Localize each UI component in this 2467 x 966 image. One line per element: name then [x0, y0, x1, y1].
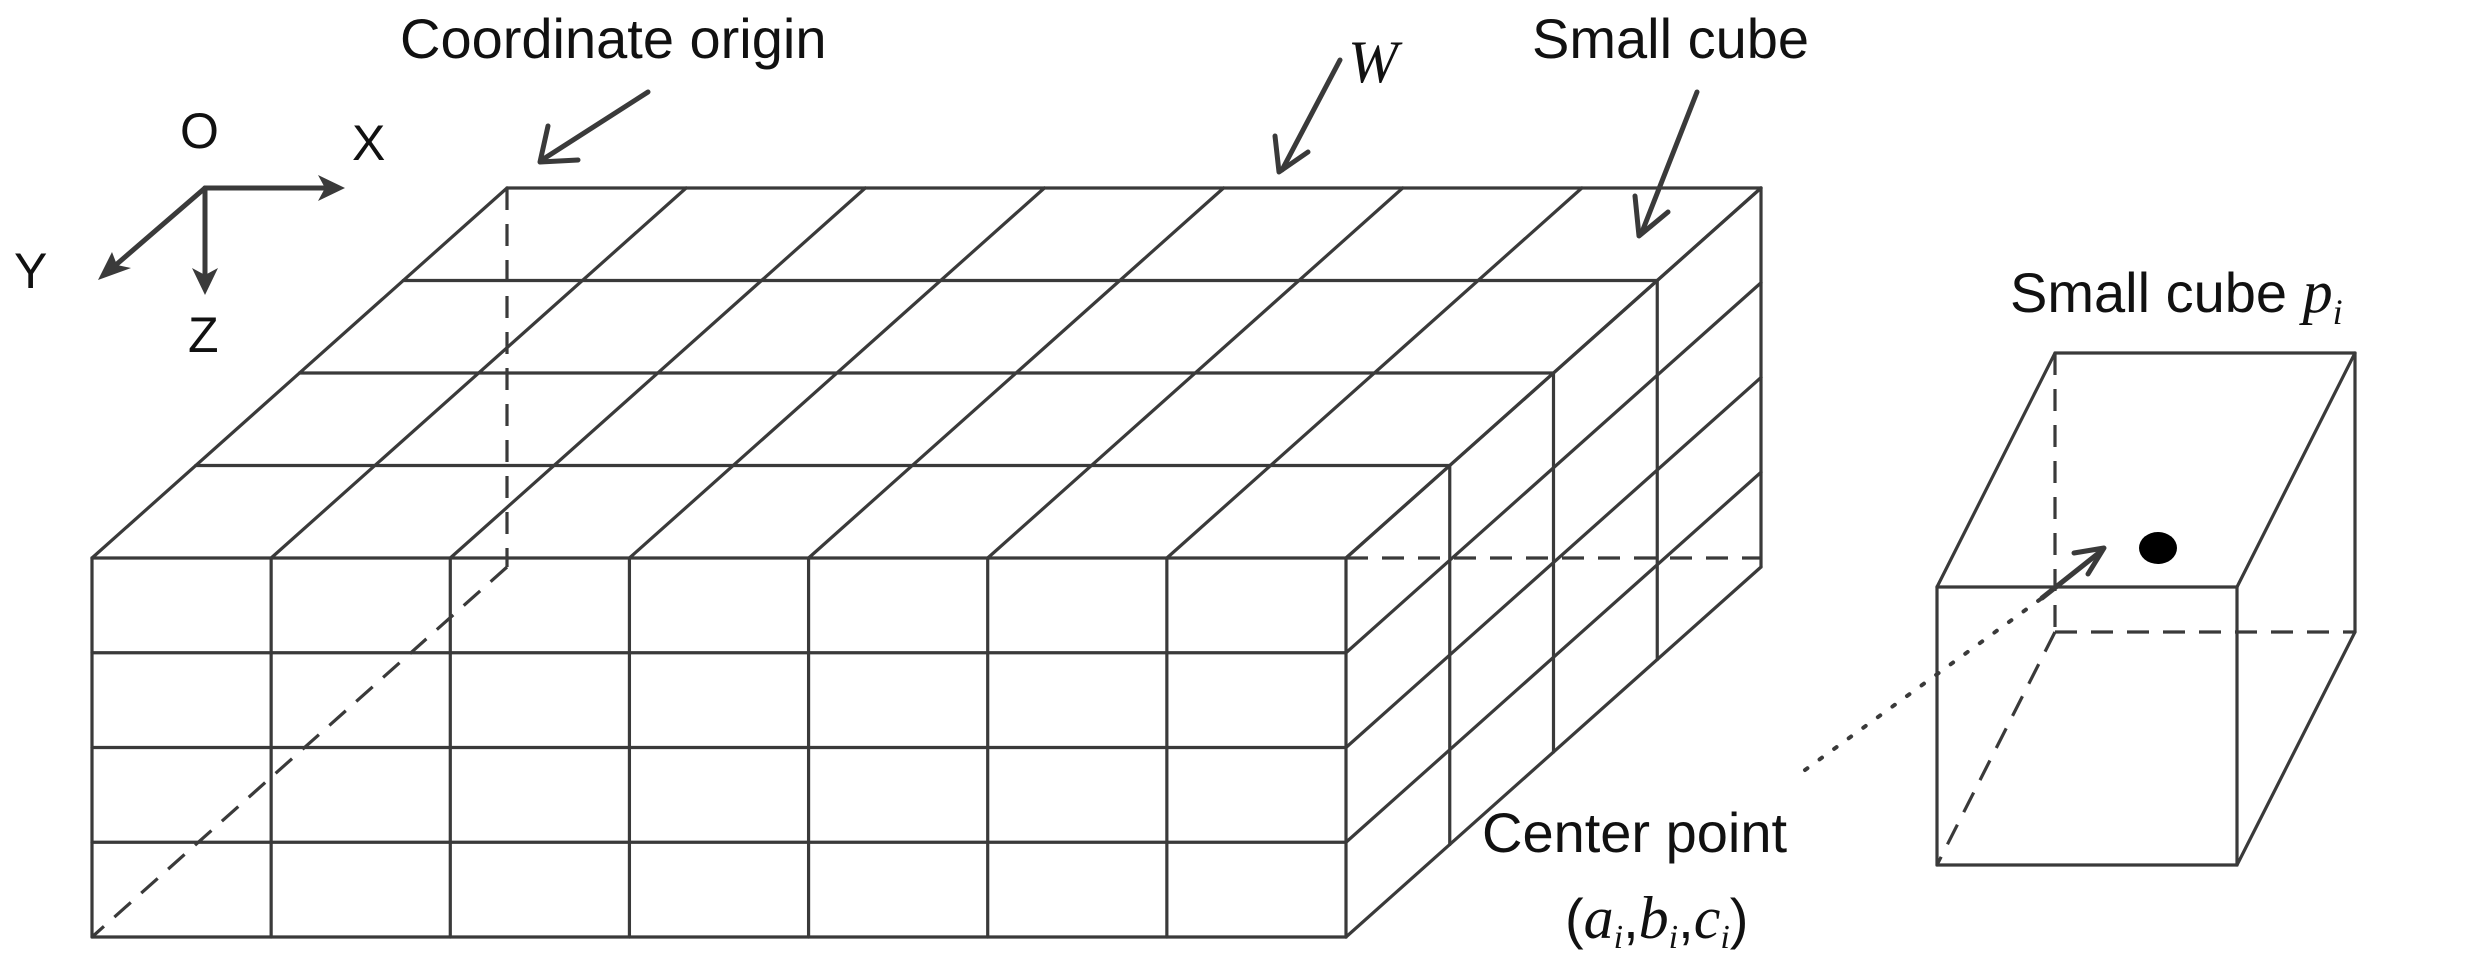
y-axis-arrow — [107, 185, 208, 273]
small-cube-arrow — [1639, 89, 1700, 235]
axis-origin-label: O — [180, 103, 219, 159]
center-point-dotted-line — [1803, 596, 2044, 772]
coord-b: b — [1639, 885, 1669, 951]
coord-comma-1: , — [1623, 887, 1639, 950]
side-face-gridline — [1344, 281, 1763, 655]
hidden-back-edge — [90, 565, 509, 939]
center-point-label: Center point — [1482, 801, 1788, 864]
z-axis-arrowhead — [192, 268, 218, 295]
small-cube-pi-sub: i — [2333, 292, 2343, 332]
x-axis-arrowhead — [318, 175, 345, 201]
coord-comma-2: , — [1678, 887, 1694, 950]
axis-indicator: O X Y Z — [14, 103, 385, 363]
coordinate-origin-arrowhead — [537, 123, 581, 165]
center-point-arrow — [2039, 549, 2103, 601]
side-face-gridline — [1344, 186, 1763, 560]
coord-a-sub: i — [1614, 919, 1623, 956]
coordinate-origin-arrow — [542, 89, 651, 161]
coord-close: ) — [1730, 887, 1749, 950]
coord-c: c — [1694, 885, 1721, 951]
side-face-gridline — [1344, 470, 1763, 844]
small-cube-hidden-edge — [1935, 631, 2057, 866]
center-point-arrowhead — [2071, 545, 2107, 577]
small-cube-arrowhead — [1632, 193, 1671, 239]
y-axis-arrowhead — [98, 252, 131, 280]
small-cube-pi-label: Small cube pi — [2010, 259, 2343, 332]
coord-c-sub: i — [1720, 919, 1729, 956]
side-face-gridline — [1344, 565, 1763, 939]
axis-z-label: Z — [188, 307, 219, 363]
axis-x-label: X — [352, 115, 385, 171]
small-cube-edge — [2235, 630, 2357, 867]
w-arrowhead — [1272, 133, 1311, 175]
large-block — [90, 186, 1763, 939]
w-label: W — [1348, 29, 1403, 95]
small-cube-pi-prefix: Small cube — [2010, 261, 2303, 324]
pointer-arrows — [537, 57, 1700, 239]
coord-open: ( — [1565, 887, 1584, 950]
w-arrow — [1279, 57, 1343, 173]
small-cube-detail — [1803, 351, 2357, 867]
center-point-coordinates: (ai,bi,ci) — [1565, 885, 1748, 956]
side-face-gridline — [1344, 375, 1763, 750]
coord-a: a — [1584, 885, 1614, 951]
small-cube-edge — [1935, 351, 2057, 589]
small-cube-label: Small cube — [1532, 7, 1809, 70]
center-point-dot — [2139, 532, 2177, 564]
coordinate-origin-label: Coordinate origin — [400, 7, 826, 70]
small-cube-pi-var: p — [2299, 259, 2333, 325]
axis-y-label: Y — [14, 243, 47, 299]
small-cube-edge — [2235, 351, 2357, 589]
coord-b-sub: i — [1669, 919, 1678, 956]
